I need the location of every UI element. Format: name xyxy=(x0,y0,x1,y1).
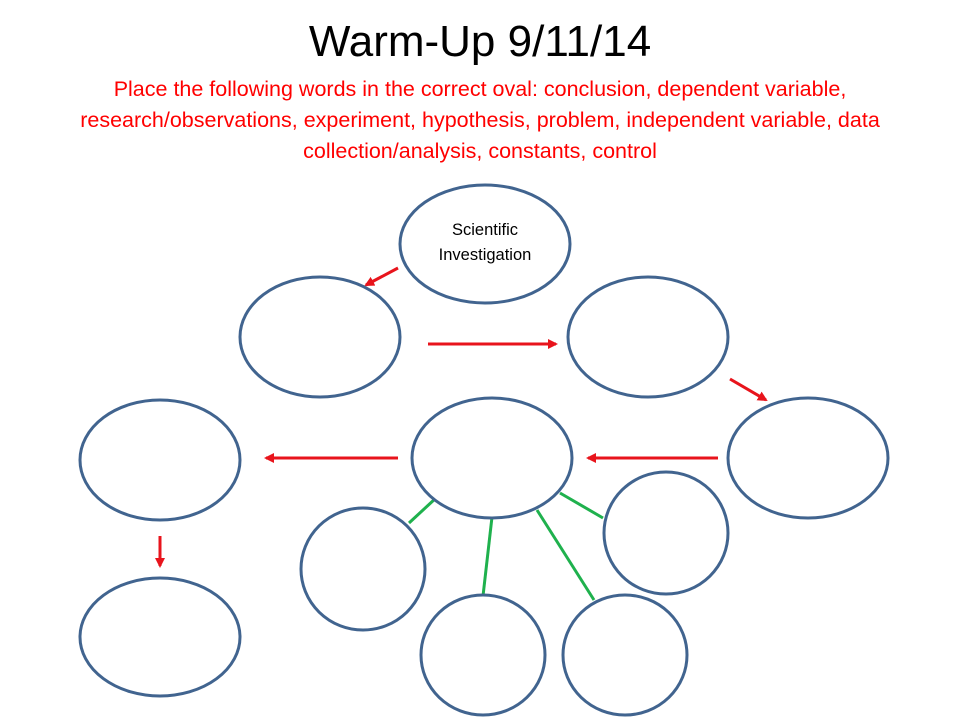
branch-line-bottom-left xyxy=(481,516,494,597)
oval-right[interactable] xyxy=(726,396,890,520)
flow-arrows xyxy=(155,266,768,568)
oval-branch-bottom-right[interactable] xyxy=(561,593,689,717)
scientific-investigation-line2: Investigation xyxy=(438,246,532,264)
arrow-top-right-to-right xyxy=(729,377,768,402)
scientific-investigation-label: Scientific Investigation xyxy=(400,218,570,268)
slide-title: Warm-Up 9/11/14 xyxy=(308,17,652,66)
branch-line-left xyxy=(407,496,438,525)
ovals xyxy=(78,183,890,717)
instructions-text: Place the following words in the correct… xyxy=(80,77,880,163)
arrow-from-scientific-investigation xyxy=(364,266,399,287)
branch-lines xyxy=(407,491,604,601)
branch-line-bottom-right xyxy=(535,509,596,601)
oval-top-right[interactable] xyxy=(566,275,730,399)
oval-branch-left[interactable] xyxy=(299,506,427,632)
oval-branch-right[interactable] xyxy=(602,470,730,596)
oval-left[interactable] xyxy=(78,398,242,522)
scientific-investigation-line1: Scientific xyxy=(451,221,519,239)
oval-scientific-investigation xyxy=(398,183,572,305)
branch-line-right xyxy=(559,491,604,520)
oval-branch-bottom-left[interactable] xyxy=(419,593,547,717)
oval-top-left[interactable] xyxy=(238,275,402,399)
oval-center[interactable] xyxy=(410,396,574,520)
oval-bottom-left[interactable] xyxy=(78,576,242,698)
